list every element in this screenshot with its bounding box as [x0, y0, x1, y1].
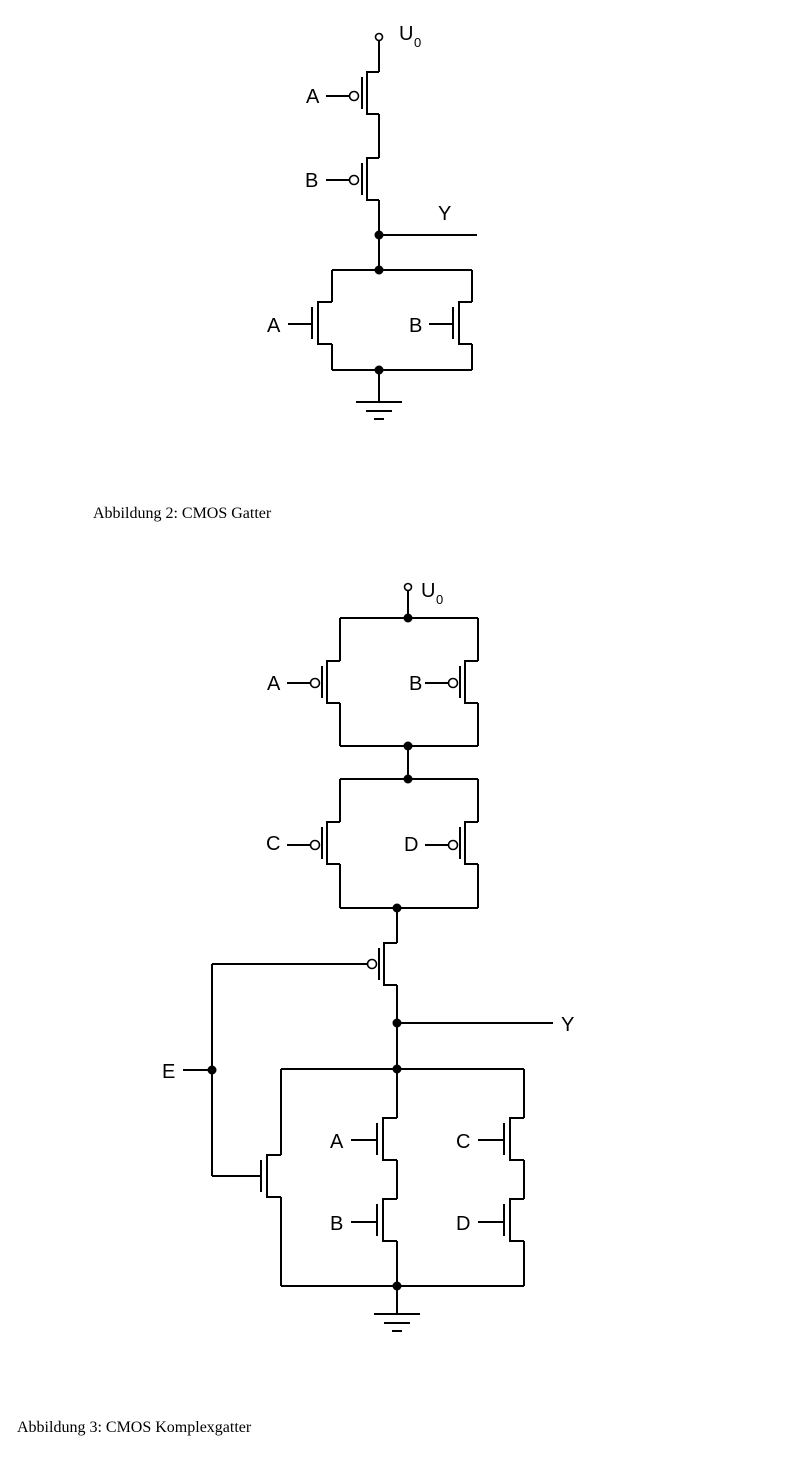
input-e-label: E: [162, 1061, 175, 1083]
pmos-c-gate-label: C: [266, 833, 280, 855]
pmos-transistor-d: D: [404, 821, 478, 865]
output-label: Y: [561, 1014, 574, 1036]
nmos-d-gate-label: D: [456, 1213, 470, 1235]
ground-icon: [374, 1313, 420, 1332]
pmos-transistor-a: A: [306, 71, 379, 115]
ground-icon: [356, 401, 402, 420]
pmos-a-gate-label: A: [267, 673, 281, 695]
pmos-transistor-a: A: [267, 660, 340, 704]
supply-subscript: 0: [414, 35, 421, 50]
figure-2-caption-text: : CMOS Gatter: [173, 505, 271, 522]
supply-terminal: [374, 32, 384, 42]
supply-label: U: [421, 580, 435, 602]
nmos-transistor-a: A: [267, 301, 332, 345]
pmos-transistor-e: [212, 942, 397, 986]
nmos-transistor-d: D: [456, 1198, 524, 1242]
figure-3-caption-number: Abbildung 3: [17, 1419, 97, 1436]
pmos-transistor-c: C: [266, 821, 340, 865]
pmos-b-gate-label: B: [409, 673, 422, 695]
nmos-transistor-b: B: [330, 1198, 397, 1242]
figure-3-caption-text: : CMOS Komplexgatter: [97, 1419, 251, 1436]
pmos-d-gate-label: D: [404, 834, 418, 856]
supply-subscript: 0: [436, 592, 443, 607]
figure-3-caption: Abbildung 3: CMOS Komplexgatter: [17, 1419, 252, 1436]
input-e-node: [207, 1065, 217, 1075]
nmos-a-gate-label: A: [267, 315, 281, 337]
nmos-transistor-b: B: [409, 301, 472, 345]
output-label: Y: [438, 203, 451, 225]
figure-2-cmos-gate: U 0 A B Y: [93, 23, 477, 522]
figure-3-cmos-complex-gate: U 0 A B: [17, 580, 574, 1436]
pmos-a-gate-label: A: [306, 86, 320, 108]
nmos-transistor-c: C: [456, 1117, 524, 1161]
nmos-b-gate-label: B: [409, 315, 422, 337]
pmos-b-gate-label: B: [305, 170, 318, 192]
nmos-a-gate-label: A: [330, 1131, 344, 1153]
nmos-transistor-e: [212, 1154, 281, 1198]
supply-label: U: [399, 23, 413, 45]
supply-terminal: [403, 582, 413, 592]
nmos-c-gate-label: C: [456, 1131, 470, 1153]
figure-2-caption: Abbildung 2: CMOS Gatter: [93, 505, 272, 522]
figure-2-caption-number: Abbildung 2: [93, 505, 173, 522]
pmos-transistor-b: B: [409, 660, 478, 704]
nmos-transistor-a: A: [330, 1117, 397, 1161]
pmos-transistor-b: B: [305, 157, 379, 201]
nmos-b-gate-label: B: [330, 1213, 343, 1235]
